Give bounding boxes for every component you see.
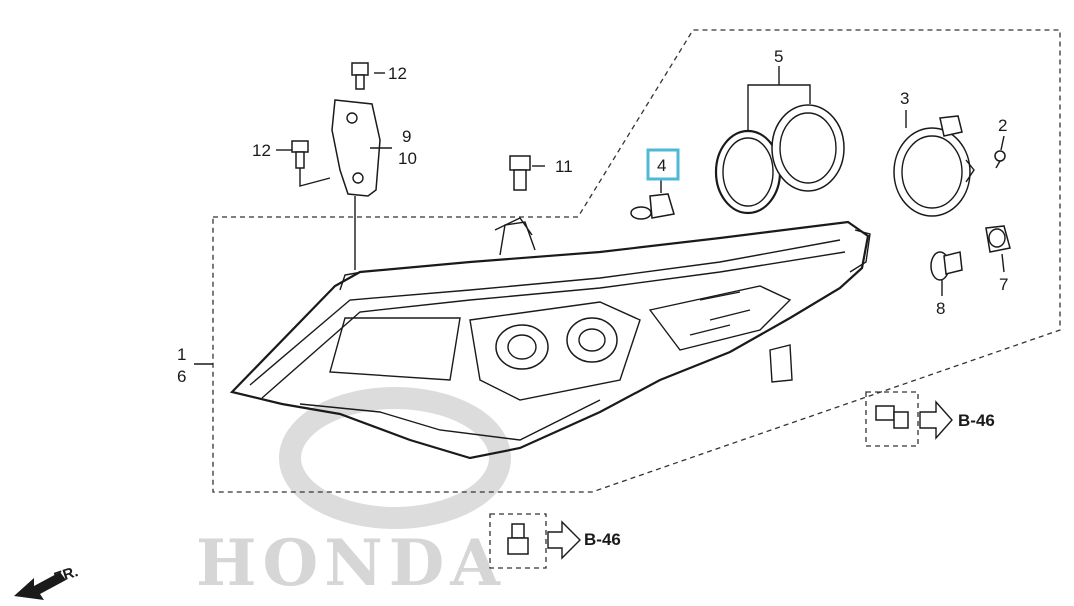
- reference-right: B-46: [865, 391, 995, 447]
- watermark-text: HONDA: [196, 526, 506, 601]
- callout-11: 11: [555, 157, 573, 176]
- bulb-4: [630, 180, 675, 220]
- callout-12-side: 12: [252, 141, 271, 160]
- callout-10: 10: [398, 149, 417, 168]
- callout-6: 6: [177, 367, 186, 386]
- assembly-boundary: [212, 29, 1061, 493]
- mounting-bracket: [331, 99, 381, 270]
- bolt-11: [509, 155, 531, 191]
- headlight-assembly: [229, 217, 871, 460]
- callout-8: 8: [936, 299, 945, 318]
- bolt-12-side: [291, 140, 331, 187]
- reference-b46-bottom[interactable]: B-46: [584, 530, 621, 549]
- callout-3: 3: [900, 89, 909, 108]
- front-direction-indicator: FR.: [14, 563, 80, 600]
- callout-5: 5: [774, 47, 783, 66]
- reference-bottom: B-46: [489, 513, 621, 569]
- reference-b46-right[interactable]: B-46: [958, 411, 995, 430]
- front-label: FR.: [52, 563, 80, 587]
- callout-2: 2: [998, 116, 1007, 135]
- callout-9: 9: [402, 127, 411, 146]
- screw-2: [994, 135, 1006, 169]
- callout-12-top: 12: [388, 64, 407, 83]
- callout-4-highlight[interactable]: [646, 148, 680, 181]
- bulb-8: [930, 251, 963, 296]
- callout-4: 4: [657, 156, 666, 175]
- cover-and-seal-5: [714, 66, 845, 215]
- socket-cover-3: [893, 110, 975, 217]
- socket-7: [985, 225, 1011, 273]
- honda-watermark: HONDA: [196, 387, 511, 601]
- callout-1: 1: [177, 345, 186, 364]
- bolt-12-top: [351, 62, 369, 90]
- callout-7: 7: [999, 275, 1008, 294]
